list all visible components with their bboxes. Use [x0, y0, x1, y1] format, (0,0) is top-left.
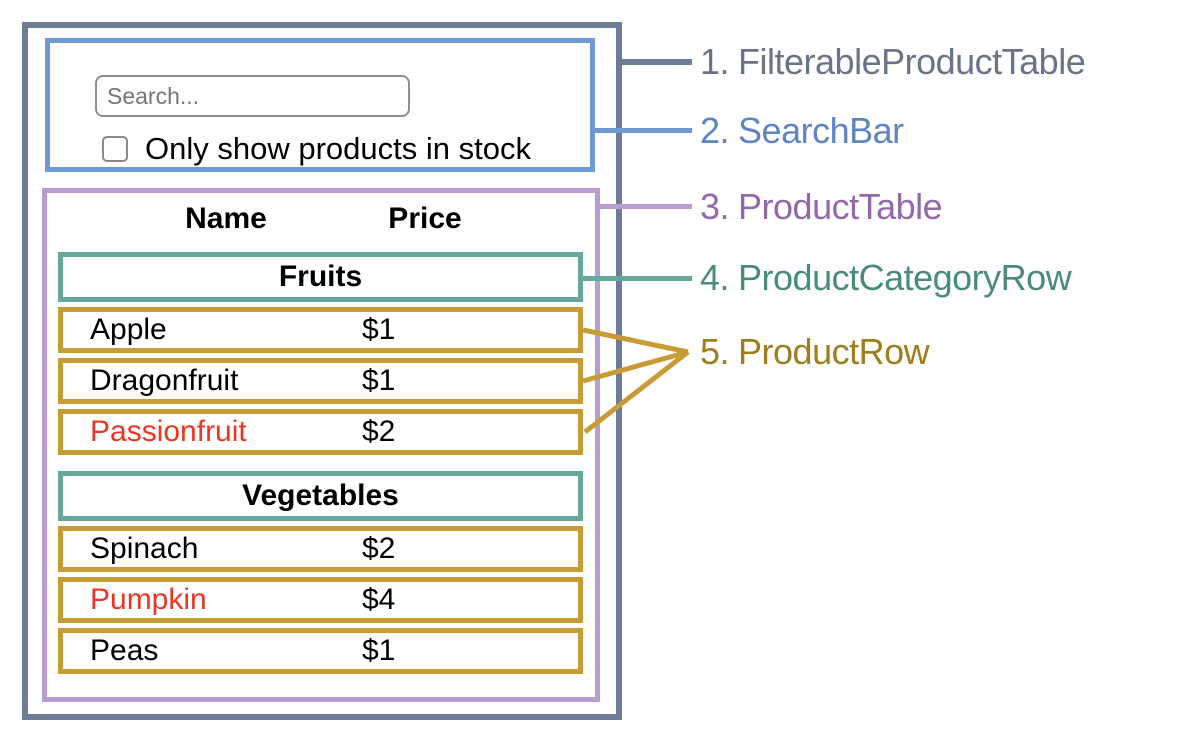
product-name: Apple: [90, 313, 167, 346]
table-header: Name Price: [47, 193, 595, 237]
product-price: $1: [362, 634, 396, 667]
product-row: Peas $1: [58, 628, 583, 674]
search-input[interactable]: [95, 75, 410, 117]
product-row: Apple $1: [58, 307, 583, 353]
legend-number: 1.: [700, 41, 730, 82]
legend-number: 5.: [700, 331, 730, 372]
product-row: Dragonfruit $1: [58, 358, 583, 404]
connector-product-category-row: [580, 276, 692, 281]
legend-product-row: 5.ProductRow: [700, 331, 930, 372]
product-category-row: Fruits: [58, 252, 583, 302]
in-stock-label: Only show products in stock: [145, 131, 531, 166]
in-stock-checkbox[interactable]: [102, 136, 128, 162]
product-price: $2: [362, 532, 396, 565]
category-label: Fruits: [278, 260, 363, 293]
connector-filterable-product-table: [616, 59, 692, 65]
connector-search-bar: [590, 128, 692, 133]
product-name: Passionfruit: [90, 415, 247, 448]
product-price: $2: [362, 415, 396, 448]
legend-text: ProductRow: [738, 331, 930, 372]
product-name: Spinach: [90, 532, 199, 565]
column-header-price: Price: [388, 202, 462, 235]
legend-filterable-product-table: 1.FilterableProductTable: [700, 41, 1086, 82]
product-price: $4: [362, 583, 396, 616]
product-category-row: Vegetables: [58, 471, 583, 521]
product-name: Peas: [90, 634, 159, 667]
category-label: Vegetables: [242, 479, 399, 512]
product-row: Pumpkin $4: [58, 577, 583, 623]
product-name: Dragonfruit: [90, 364, 239, 397]
column-header-name: Name: [185, 202, 267, 235]
legend-text: ProductCategoryRow: [738, 257, 1072, 298]
legend-text: ProductTable: [738, 186, 943, 227]
product-row: Spinach $2: [58, 526, 583, 572]
legend-number: 4.: [700, 257, 730, 298]
legend-text: SearchBar: [738, 110, 904, 151]
legend-number: 3.: [700, 186, 730, 227]
search-bar-box: Only show products in stock: [45, 38, 595, 172]
connector-product-rows-fan: [578, 320, 698, 440]
legend-text: FilterableProductTable: [738, 41, 1086, 82]
legend-product-category-row: 4.ProductCategoryRow: [700, 257, 1072, 298]
connector-product-table: [595, 204, 692, 209]
product-row: Passionfruit $2: [58, 409, 583, 455]
legend-search-bar: 2.SearchBar: [700, 111, 904, 151]
stock-filter-row: Only show products in stock: [102, 131, 531, 167]
legend-product-table: 3.ProductTable: [700, 186, 943, 227]
product-price: $1: [362, 313, 396, 346]
product-name: Pumpkin: [90, 583, 207, 616]
legend-number: 2.: [700, 110, 730, 151]
product-price: $1: [362, 364, 396, 397]
